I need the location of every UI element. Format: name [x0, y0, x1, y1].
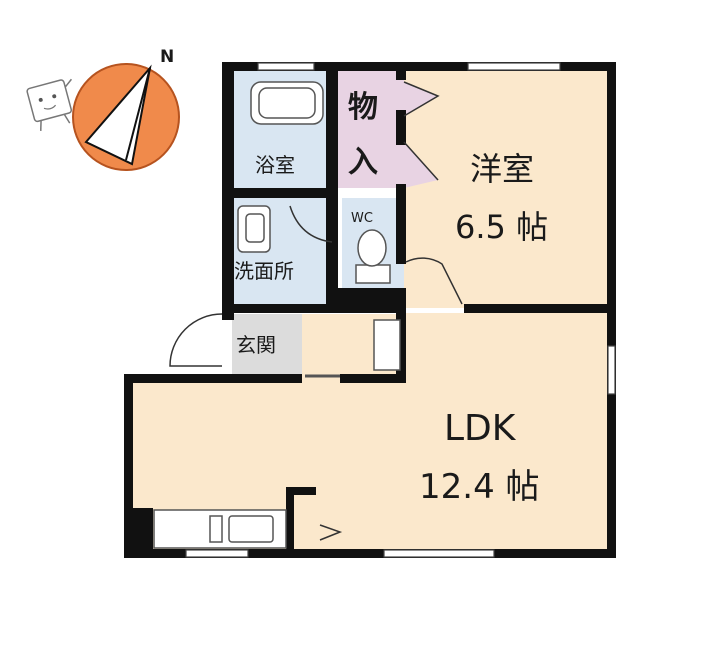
- window-right: [607, 345, 616, 395]
- storage-door-lower: [403, 141, 439, 181]
- entrance-door-swing: [169, 313, 223, 367]
- faucet-icon: [209, 515, 223, 543]
- ldk-entry-arrow: [319, 524, 343, 541]
- ldk-floor: [132, 313, 610, 553]
- western-room-floor: [404, 70, 610, 308]
- window-bath: [257, 62, 315, 71]
- shoe-cabinet-icon: [373, 319, 401, 371]
- washroom-door-swing: [289, 205, 333, 243]
- storage-floor: [338, 70, 438, 188]
- ldk-door-swing: [405, 257, 463, 305]
- western-room-name: 洋室: [470, 150, 534, 188]
- storage-door-upper: [403, 81, 440, 117]
- ldk-size: 12.4 帖: [419, 467, 540, 507]
- window-top: [467, 62, 561, 71]
- windows: [185, 62, 616, 558]
- bath-label: 浴室: [255, 153, 295, 177]
- compass-needle-icon: [84, 64, 152, 166]
- compass: N: [72, 47, 180, 171]
- entrance-floor: [232, 314, 302, 376]
- storage-label-1: 物: [348, 90, 378, 125]
- wc-label: WC: [351, 211, 373, 226]
- walls: [124, 62, 616, 558]
- storage-label-2: 入: [348, 145, 378, 180]
- washroom-label: 洗面所: [234, 259, 294, 283]
- ldk-label: LDK: [444, 408, 517, 449]
- compass-needle-axis: [125, 67, 151, 161]
- western-room-size: 6.5 帖: [455, 208, 548, 246]
- fixtures: [153, 81, 401, 549]
- toilet-bowl-icon: [357, 229, 387, 267]
- compass-north-label: N: [160, 47, 174, 67]
- window-bottom-left: [185, 549, 249, 558]
- entrance-label: 玄関: [236, 333, 276, 357]
- sink-icon: [228, 515, 274, 543]
- doors: [169, 81, 463, 541]
- mascot-icon: [26, 78, 73, 131]
- window-bottom-right: [383, 549, 495, 558]
- toilet-tank-icon: [355, 264, 391, 284]
